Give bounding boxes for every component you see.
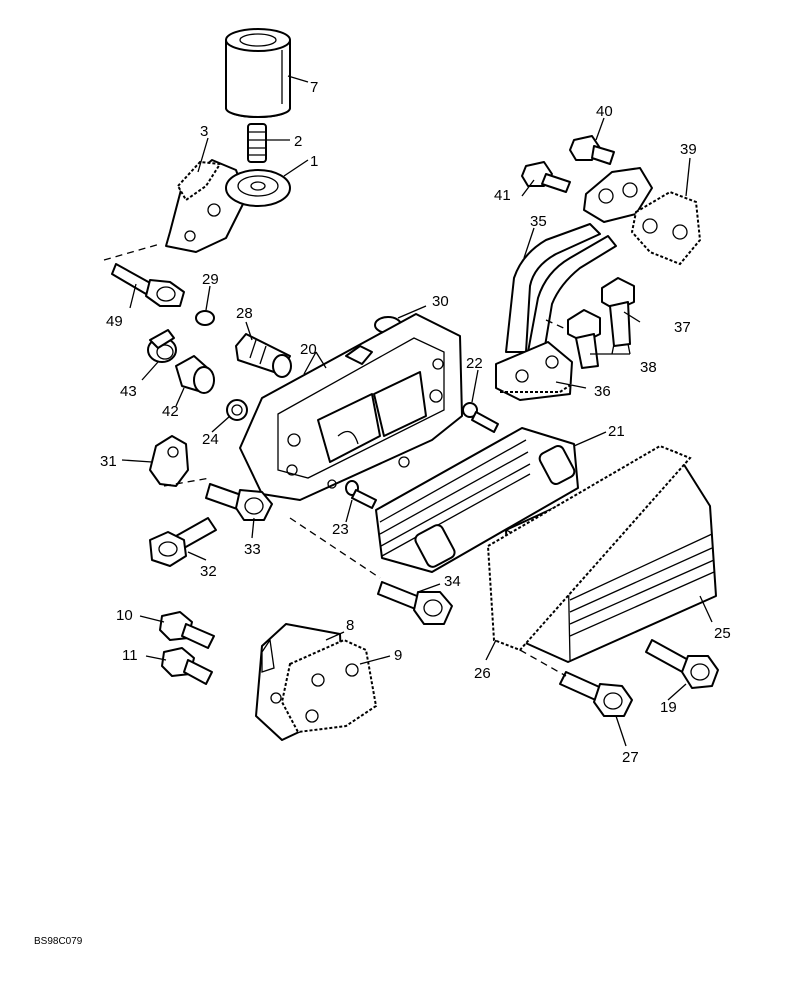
o-ring-part-29 <box>195 310 215 326</box>
bolt-part-38 <box>567 309 601 369</box>
hose-clamp-part-43 <box>147 329 177 363</box>
filter-nipple-part-2 <box>247 123 267 163</box>
bolt-part-37 <box>601 277 635 347</box>
bolt-part-11 <box>161 647 213 685</box>
tube-flange-part-36 <box>495 341 573 401</box>
callout-20: 20 <box>300 341 317 358</box>
callout-labels: 1 2 3 7 8 9 10 11 19 20 21 22 23 24 25 2… <box>100 79 731 766</box>
callout-23: 23 <box>332 521 349 538</box>
callout-37: 37 <box>674 319 691 336</box>
callout-38: 38 <box>640 359 657 376</box>
callout-33: 33 <box>244 541 261 558</box>
callout-39: 39 <box>680 141 697 158</box>
leader-lines <box>121 75 713 747</box>
callout-11: 11 <box>122 647 138 664</box>
callout-1: 1 <box>310 153 318 170</box>
gasket-part-39 <box>630 190 702 266</box>
callout-40: 40 <box>596 103 613 120</box>
callout-31: 31 <box>100 453 117 470</box>
callout-21: 21 <box>608 423 625 440</box>
bolt-part-41 <box>521 161 571 193</box>
callout-30: 30 <box>432 293 449 310</box>
bolt-part-34 <box>377 581 453 625</box>
bolt-part-10 <box>159 611 215 649</box>
callout-24: 24 <box>202 431 219 448</box>
filter-head-part-3 <box>165 159 291 253</box>
plug-part-24 <box>226 399 248 421</box>
assembly-line-27 <box>519 649 567 677</box>
callout-10: 10 <box>116 607 133 624</box>
assembly-line-49 <box>103 243 161 261</box>
callout-3: 3 <box>200 123 208 140</box>
callout-35: 35 <box>530 213 547 230</box>
callout-25: 25 <box>714 625 731 642</box>
stud-part-23 <box>345 480 377 509</box>
cooler-core-part-21 <box>375 427 579 573</box>
bracket-part-31 <box>149 435 189 487</box>
callout-8: 8 <box>346 617 354 634</box>
callout-28: 28 <box>236 305 253 322</box>
callout-22: 22 <box>466 355 483 372</box>
callout-43: 43 <box>120 383 137 400</box>
gasket-part-26 <box>486 444 692 652</box>
bolt-part-19 <box>645 639 719 689</box>
bolt-part-33 <box>205 483 273 521</box>
bolt-part-40 <box>569 135 615 165</box>
drawing-code: BS98C079 <box>34 936 83 947</box>
assembly-line-31 <box>163 477 211 487</box>
callout-19: 19 <box>660 699 677 716</box>
callout-29: 29 <box>202 271 219 288</box>
bolt-part-32 <box>149 517 217 567</box>
stud-part-22 <box>462 402 499 433</box>
sender-part-28 <box>235 333 292 378</box>
bolt-part-27 <box>559 671 633 717</box>
callout-27: 27 <box>622 749 639 766</box>
bolt-part-49 <box>111 263 185 307</box>
callout-49: 49 <box>106 313 123 330</box>
callout-2: 2 <box>294 133 302 150</box>
gasket-part-9 <box>280 638 378 734</box>
callout-32: 32 <box>200 563 217 580</box>
oil-tube-part-35 <box>505 167 653 353</box>
callout-36: 36 <box>594 383 611 400</box>
callout-41: 41 <box>494 187 511 204</box>
assembly-line-23 <box>289 517 381 579</box>
callout-34: 34 <box>444 573 461 590</box>
oil-filter-part-7 <box>225 28 291 118</box>
callout-9: 9 <box>394 647 402 664</box>
callout-7: 7 <box>310 79 318 96</box>
callout-42: 42 <box>162 403 179 420</box>
assembly-line-38 <box>545 319 569 331</box>
cooler-housing-part-20 <box>239 313 463 501</box>
fitting-part-42 <box>175 355 215 394</box>
callout-26: 26 <box>474 665 491 682</box>
